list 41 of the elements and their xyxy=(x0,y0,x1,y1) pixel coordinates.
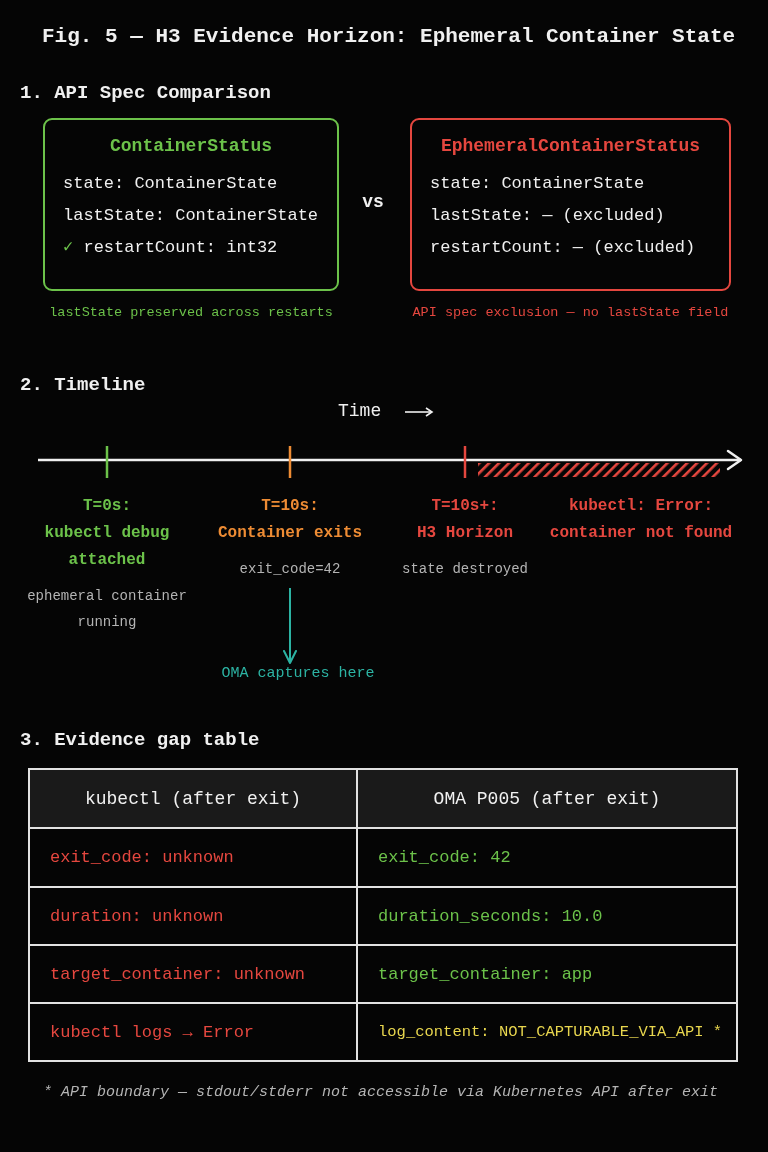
spec-box xyxy=(410,118,731,291)
event-text: H3 Horizon xyxy=(417,523,513,544)
note-text: ephemeral container running xyxy=(26,587,188,632)
event-time: T=10s: xyxy=(261,496,319,517)
annotation-text: OMA captures here xyxy=(221,663,375,685)
event-text: Container exits xyxy=(218,523,362,544)
field-text: state: ContainerState xyxy=(63,173,278,195)
event-text: kubectl debug attached xyxy=(43,523,171,571)
note-text: state destroyed xyxy=(402,560,528,579)
event-time: T=10s+: xyxy=(431,496,499,517)
caption-text: lastState preserved across restarts xyxy=(49,304,333,322)
field-text: restartCount: — (excluded) xyxy=(430,237,696,259)
section-heading: 2. Timeline xyxy=(20,373,146,398)
table-cell: kubectl logs → Error xyxy=(29,1003,357,1061)
table-cell: target_container: app xyxy=(357,945,737,1003)
table-cell: log_content: NOT_CAPTURABLE_VIA_API * xyxy=(357,1003,737,1061)
field-text: ✓ restartCount: int32 xyxy=(63,237,278,259)
section-heading: 1. API Spec Comparison xyxy=(20,81,271,106)
table-cell: exit_code: unknown xyxy=(29,828,357,887)
arrow xyxy=(283,587,297,664)
box-heading: ContainerStatus xyxy=(110,135,272,158)
note-text: exit_code=42 xyxy=(239,560,341,579)
footnote-text: * API boundary — stdout/stderr not accessible via Kubernetes API after exit xyxy=(43,1083,719,1103)
event-text: kubectl: Error: container not found xyxy=(543,493,739,547)
table-cell: target_container: unknown xyxy=(29,945,357,1003)
column-header: kubectl (after exit) xyxy=(29,769,357,828)
table-cell: duration_seconds: 10.0 xyxy=(357,887,737,945)
versus-text: vs xyxy=(362,191,384,214)
event-time: T=0s: xyxy=(83,496,131,517)
axis-label: Time xyxy=(338,400,382,423)
spec-box xyxy=(43,118,339,291)
column-header: OMA P005 (after exit) xyxy=(357,769,737,828)
section-heading: 3. Evidence gap table xyxy=(20,728,260,753)
field-text: lastState: — (excluded) xyxy=(430,205,665,227)
field-text: state: ContainerState xyxy=(430,173,645,195)
table-cell: duration: unknown xyxy=(29,887,357,945)
table-cell: exit_code: 42 xyxy=(357,828,737,887)
box-heading: EphemeralContainerStatus xyxy=(440,135,701,158)
figure-title: Fig. 5 — H3 Evidence Horizon: Ephemeral Container State xyxy=(42,24,736,50)
field-text: lastState: ContainerState xyxy=(63,205,319,227)
caption-text: API spec exclusion — no lastState field xyxy=(412,304,729,322)
